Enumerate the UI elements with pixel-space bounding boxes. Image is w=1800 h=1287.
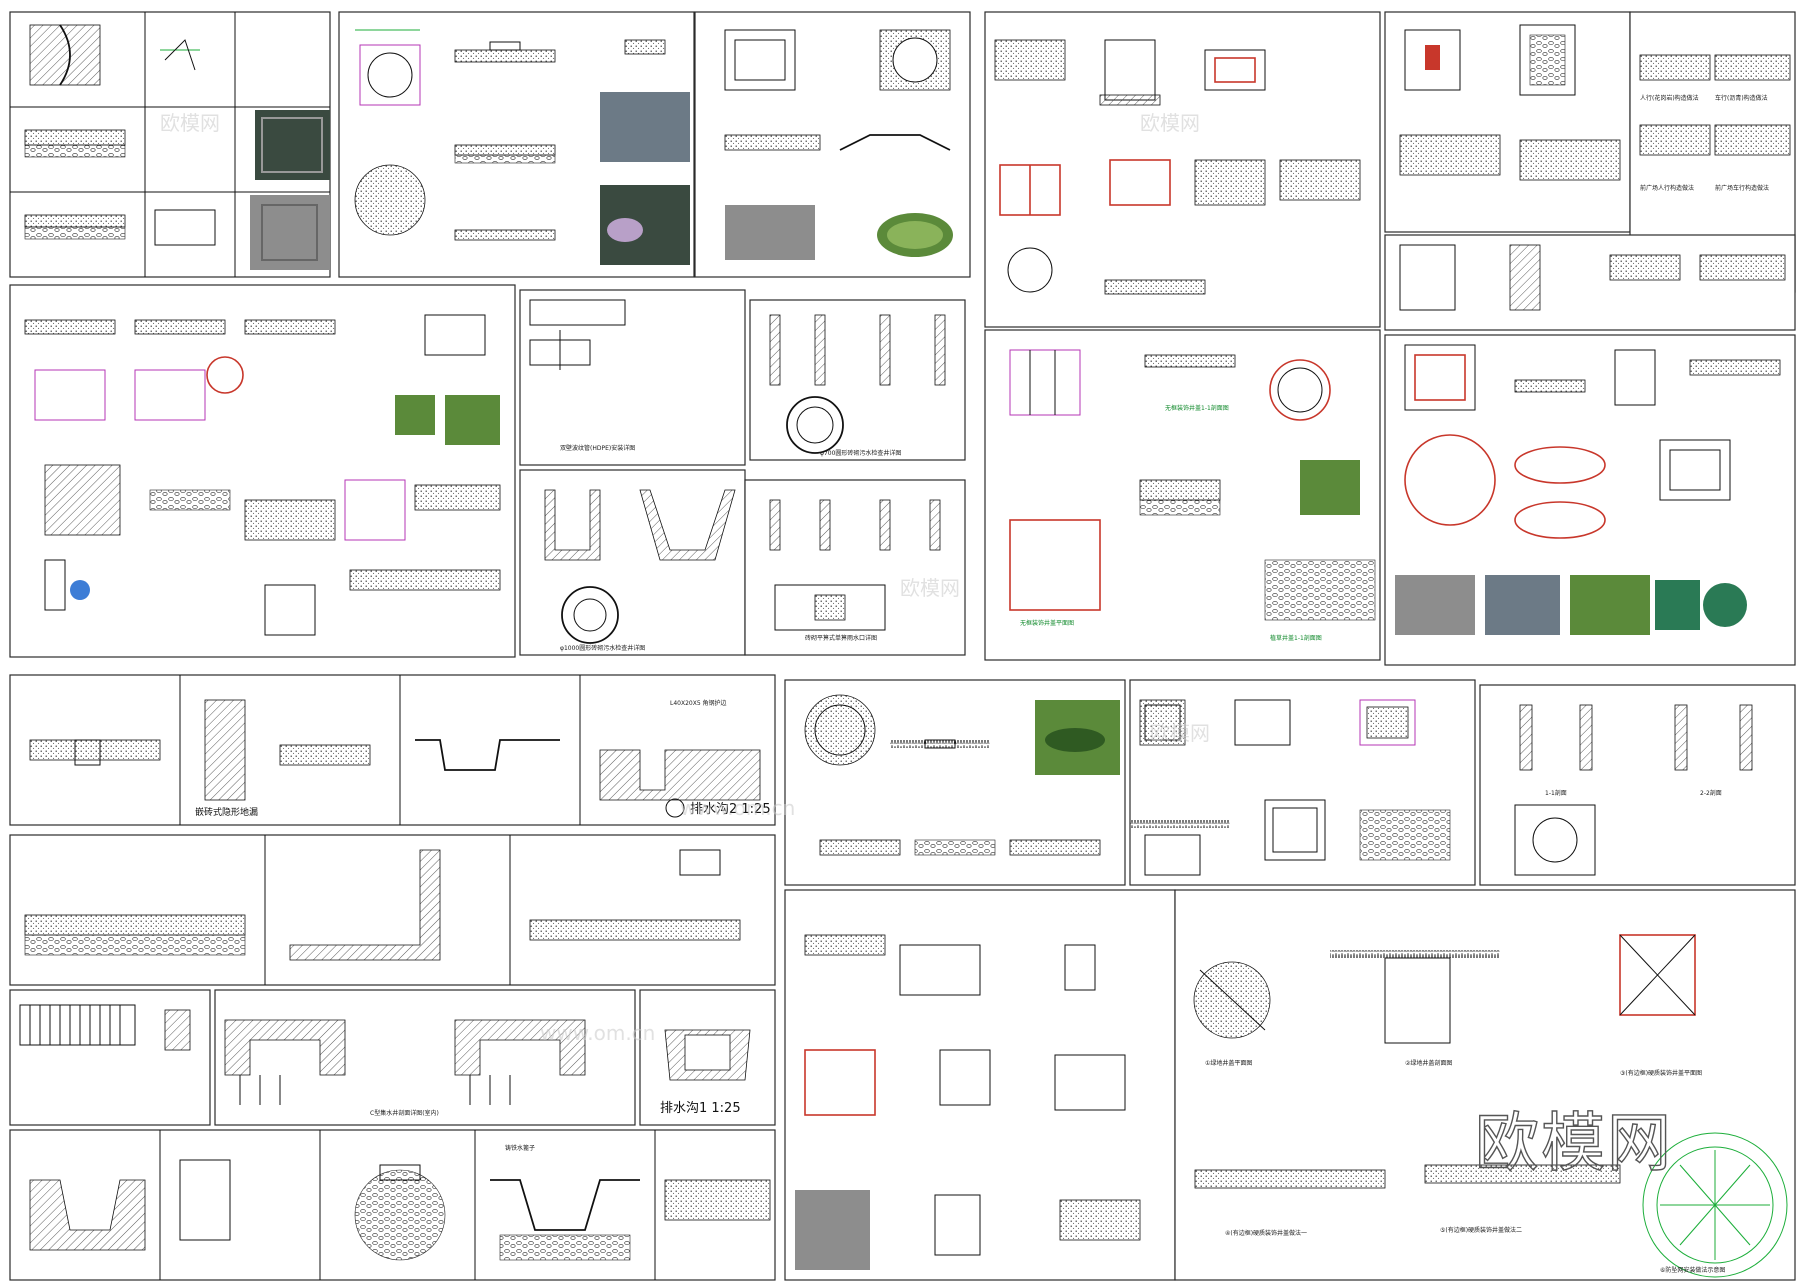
hard-cover-section-2: ⑤(有边框)硬质装饰井盖做法二 [1440,1226,1522,1234]
sheet-a3 [694,11,971,278]
section-2-2: 2-2剖面 [1700,789,1722,797]
sheet-b7 [1384,334,1796,666]
watermark-url: www.om.cn [540,1021,655,1045]
manhole-1000-title: φ1000圆形砖砌污水检查井详图 [560,644,645,652]
anti-fall-net: ⑥防坠网安装做法示意图 [1660,1266,1725,1274]
sheet-c1: 嵌砖式隐形地漏 排水沟2 1:25 L40X20X5 角钢护边 [9,674,776,826]
deco-cover-plan-2: 无框装饰井盖1-1剖面图 [1165,404,1229,412]
sump-detail-title: C型集水井剖面详图(室内) [370,1109,439,1117]
sheet-c6: 铸铁水篦子 [9,1129,776,1281]
sheet-b5: 砖砌平箅式单箅雨水口详图 [744,479,966,656]
watermark: 欧模网 [900,576,960,600]
drain-ditch-2-title: 排水沟2 1:25 [690,802,771,817]
brand-logo: 欧模网 [1475,1107,1673,1181]
rain-inlet-title: 砖砌平箅式单箅雨水口详图 [805,634,877,642]
sheet-b3: φ700圆形砖砌污水检查井详图 [749,299,966,461]
sheet-a5 [1384,11,1631,233]
watermark-url: www.om.cn [680,796,795,820]
watermark: 欧模网 [1140,111,1200,135]
sheet-d1 [784,679,1126,886]
angle-iron-label: L40X20X5 角钢护边 [670,699,727,707]
sheet-c5: 排水沟1 1:25 [639,989,776,1126]
sheet-d2 [1129,679,1476,886]
hard-cover-section-1: ④(有边框)硬质装饰井盖做法一 [1225,1229,1307,1237]
sheet-e2: ①绿地井盖平面图 ②绿地井盖剖面图 ③(有边框)硬质装饰井盖平面图 ④(有边框)… [1174,889,1796,1281]
sheet-a7 [1384,234,1796,331]
hard-cover-plan: ③(有边框)硬质装饰井盖平面图 [1620,1069,1702,1077]
manhole-700-title: φ700圆形砖砌污水检查井详图 [820,449,901,457]
sheet-b6: 无框装饰井盖平面图 无框装饰井盖1-1剖面图 植草井盖1-1剖面图 [984,329,1381,661]
sheet-b1 [9,284,516,658]
grass-cover-section: 植草井盖1-1剖面图 [1270,634,1322,642]
road-section-3: 前广场人行构造做法 [1640,184,1694,192]
sheet-e1 [784,889,1176,1281]
sheet-c4: C型集水井剖面详图(室内) [214,989,636,1126]
sheet-a2 [338,11,695,278]
drain-ditch-1-title: 排水沟1 1:25 [660,1101,741,1116]
green-cover-section: ②绿地井盖剖面图 [1405,1059,1452,1067]
deco-cover-plan-1: 无框装饰井盖平面图 [1020,619,1074,627]
green-cover-plan: ①绿地井盖平面图 [1205,1059,1252,1067]
sheet-a1 [9,11,331,278]
sheet-b4: φ1000圆形砖砌污水检查井详图 [519,469,746,656]
sheet-a4 [984,11,1381,328]
sheet-b2: 双壁波纹管(HDPE)安装详图 [519,289,746,466]
watermark: 欧模网 [1150,721,1210,745]
cast-iron-cover-label: 铸铁水篦子 [505,1144,535,1152]
watermark: 欧模网 [160,111,220,135]
road-section-4: 前广场车行构造做法 [1715,184,1769,192]
embedded-drain-title: 嵌砖式隐形地漏 [195,806,258,818]
sheet-d3: 1-1剖面 2-2剖面 [1479,684,1796,886]
sheet-c3 [9,989,211,1126]
sheet-c2 [9,834,776,986]
road-section-2: 车行(沥青)构造做法 [1715,94,1768,102]
hdpe-detail-title: 双壁波纹管(HDPE)安装详图 [560,444,635,452]
road-section-1: 人行(花岗岩)构造做法 [1640,94,1699,102]
section-1-1: 1-1剖面 [1545,789,1567,797]
